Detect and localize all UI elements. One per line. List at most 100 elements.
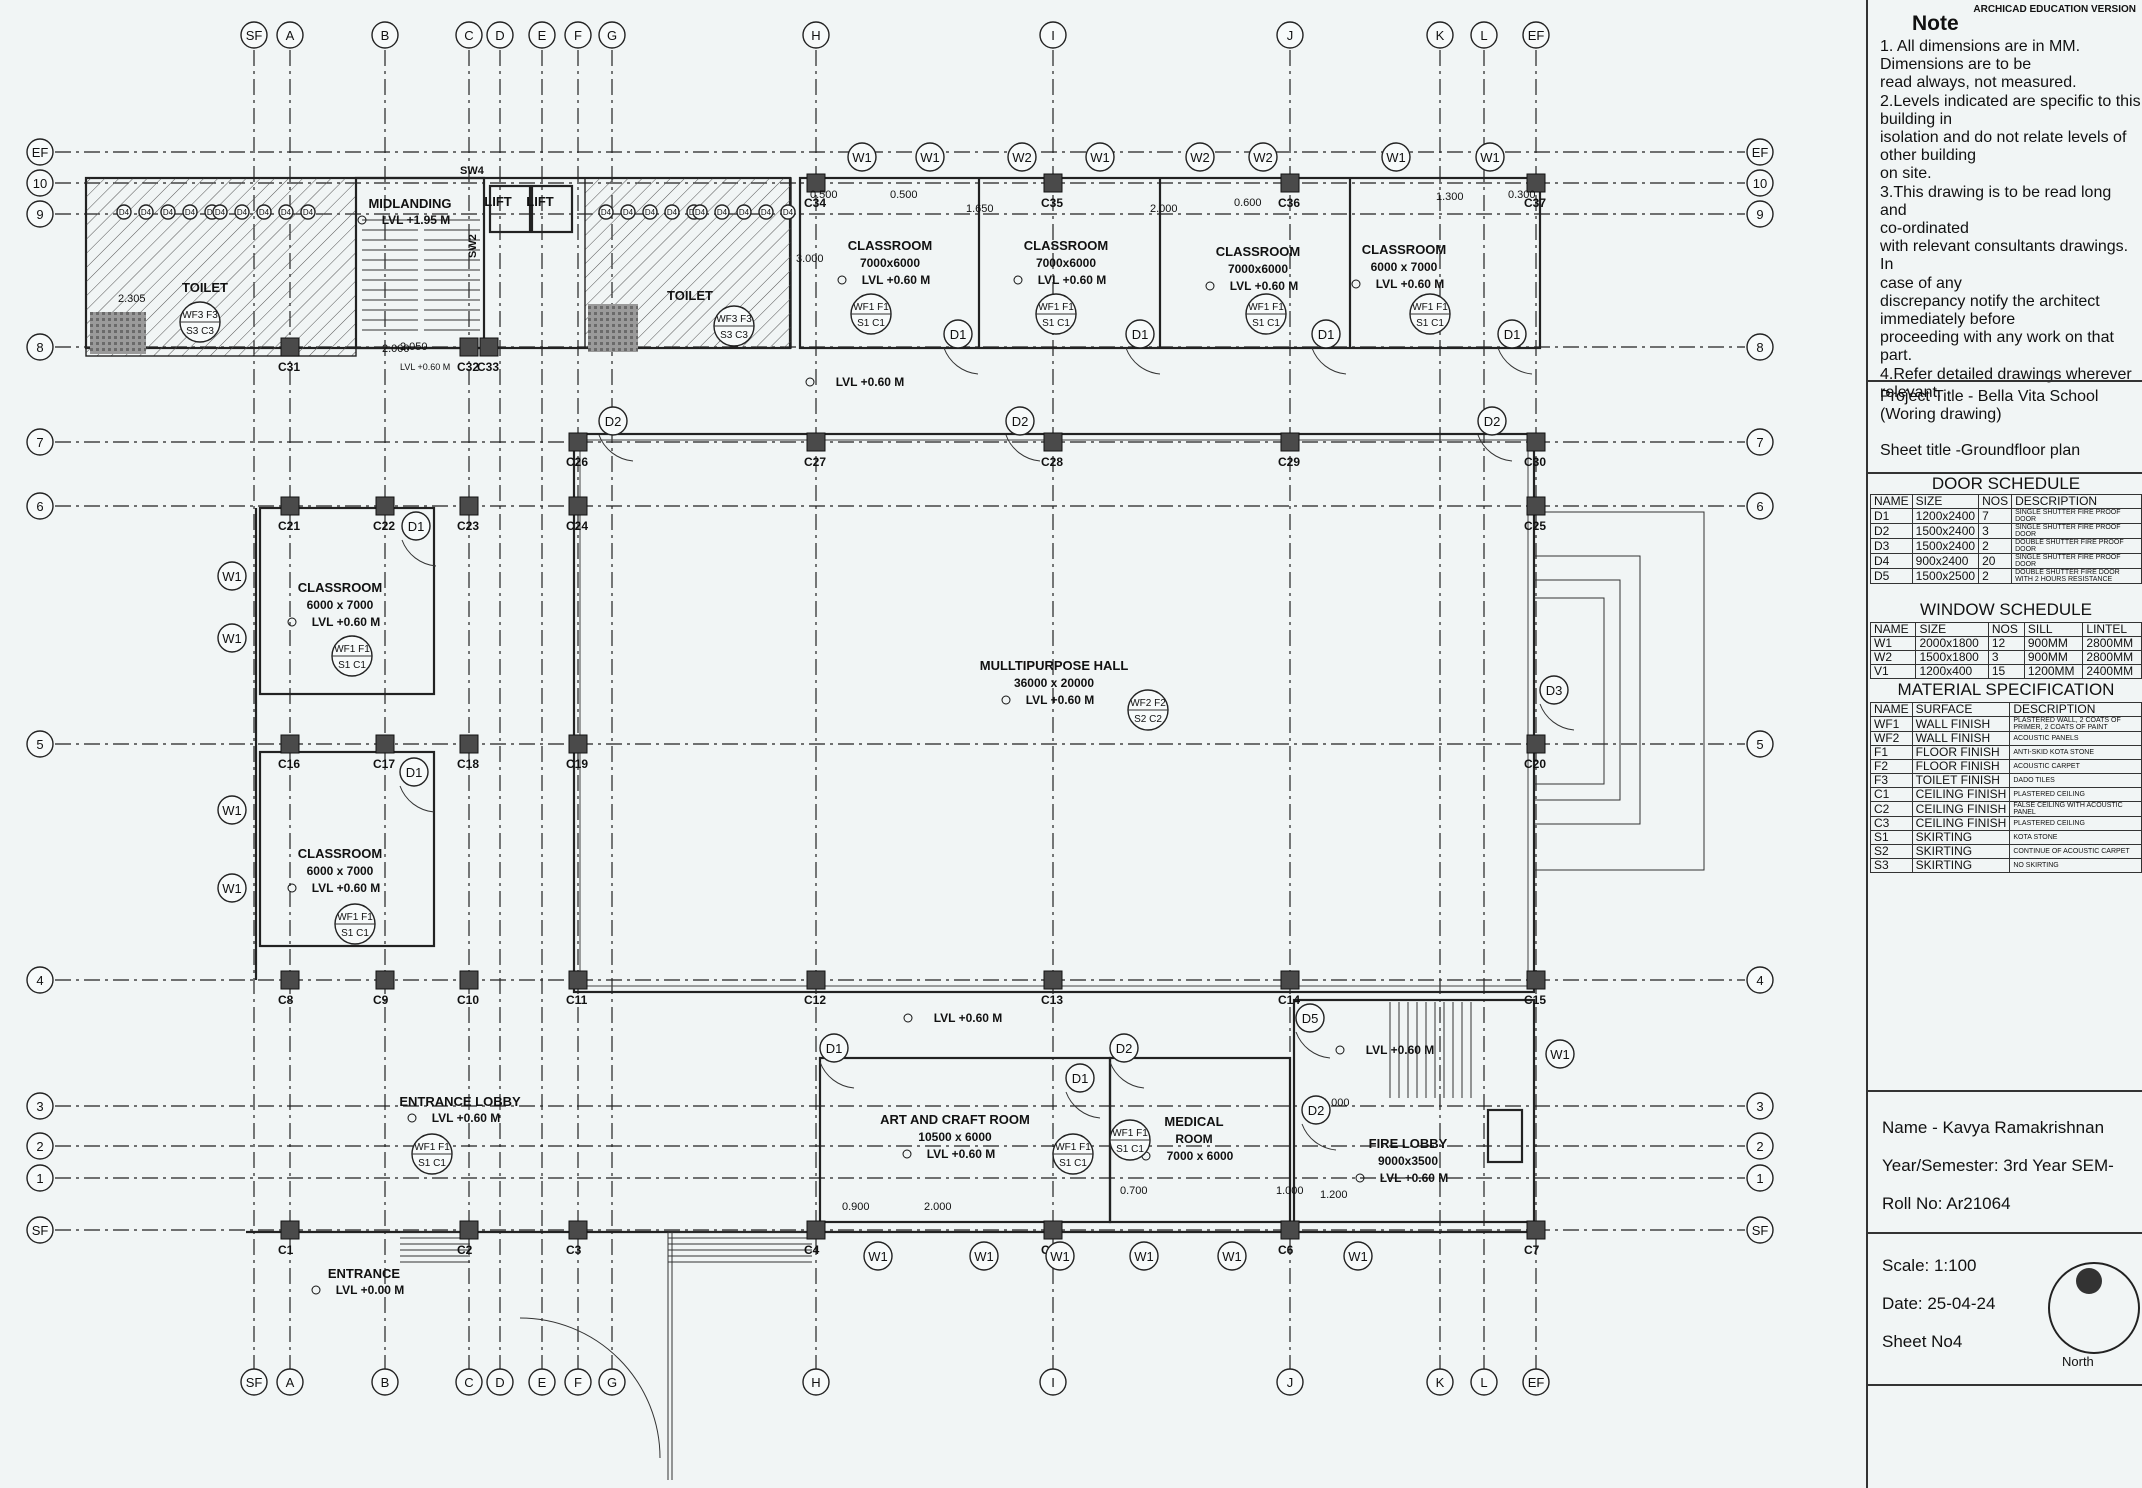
table-cell: NO SKIRTING — [2009, 858, 2142, 873]
column-label: C23 — [457, 519, 479, 533]
grid-bubble — [1470, 1368, 1498, 1396]
room-level: LVL +0.60 M — [1230, 279, 1299, 293]
table-header-cell: NAME — [1870, 702, 1913, 717]
column-label: C1 — [278, 1243, 294, 1257]
table-cell: CEILING FINISH — [1911, 801, 2011, 817]
table-cell: SKIRTING — [1911, 844, 2011, 859]
window-tag-label: W1 — [222, 631, 242, 646]
table-header-cell: DESCRIPTION — [2009, 702, 2142, 717]
column-label: C37 — [1524, 196, 1546, 210]
table-cell: SKIRTING — [1911, 858, 2011, 873]
window-tag-label: W1 — [222, 803, 242, 818]
fire-lobby-outline — [1292, 998, 1536, 1224]
level-marker-icon — [357, 215, 367, 225]
structural-column — [1526, 734, 1546, 754]
column-label: C29 — [1278, 455, 1300, 469]
table-cell: 2800MM — [2082, 650, 2142, 665]
corridor-level: LVL +0.60 M — [1366, 1043, 1435, 1057]
west-classroom-1-outline — [258, 506, 436, 696]
structural-column — [1526, 1220, 1546, 1240]
finish-tag-bottom: S1 C1 — [1252, 318, 1280, 329]
grid-bubble-label: 8 — [1756, 340, 1763, 355]
grid-bubble-label: 5 — [36, 737, 43, 752]
finish-tag-top: WF1 F1 — [1055, 1142, 1091, 1153]
window-tag — [1045, 1241, 1075, 1271]
grid-bubble-label: SF — [1752, 1223, 1769, 1238]
dimension-label: 0.600 — [1234, 197, 1262, 209]
dimension-label: 0.500 — [890, 189, 918, 201]
grid-bubble — [26, 333, 54, 361]
room-level: LVL +0.60 M — [432, 1111, 501, 1125]
toilet-door-label: D4 — [141, 208, 152, 217]
toilet-door-label: D4 — [215, 208, 226, 217]
note-line: on site. — [1880, 165, 1932, 183]
grid-bubble — [1746, 966, 1774, 994]
structural-column — [280, 337, 300, 357]
door-tag — [943, 319, 973, 349]
table-cell: SINGLE SHUTTER FIRE PROOF DOOR — [2011, 553, 2142, 569]
room-name: ART AND CRAFT ROOM — [880, 1112, 1030, 1127]
finish-tag-bottom: S1 C1 — [1416, 318, 1444, 329]
grid-bubble — [598, 21, 626, 49]
dimension-label: 1.300 — [1436, 191, 1464, 203]
grid-bubble-label: EF — [1528, 28, 1545, 43]
structural-column — [479, 337, 499, 357]
finish-tag-top: WF1 F1 — [337, 912, 373, 923]
structural-column — [1043, 173, 1063, 193]
window-tag — [1085, 142, 1115, 172]
table-cell: S3 — [1870, 858, 1913, 873]
grid-bubble — [1746, 1164, 1774, 1192]
column-label: C21 — [278, 519, 300, 533]
structural-column — [1280, 970, 1300, 990]
grid-bubble — [1522, 21, 1550, 49]
column-label: C24 — [566, 519, 588, 533]
structural-column — [568, 970, 588, 990]
note-line: discrepancy notify the architect — [1880, 292, 2100, 310]
window-tag-label: W1 — [1050, 1249, 1070, 1264]
table-cell: 3 — [1987, 650, 2025, 665]
column-label: C2 — [457, 1243, 473, 1257]
grid-bubble — [240, 21, 268, 49]
grid-bubble — [1522, 1368, 1550, 1396]
table-cell: KOTA STONE — [2009, 830, 2142, 845]
grid-bubble — [1470, 21, 1498, 49]
table-cell: C2 — [1870, 801, 1913, 817]
grid-bubble — [371, 21, 399, 49]
table-cell: ANTI-SKID KOTA STONE — [2009, 745, 2142, 760]
door-tag-label: D1 — [826, 1041, 843, 1056]
grid-bubble — [802, 21, 830, 49]
shear-wall-label: SW4 — [460, 165, 485, 177]
table-cell: SINGLE SHUTTER FIRE PROOF DOOR — [2011, 508, 2142, 524]
toilet-door-label: D4 — [185, 208, 196, 217]
grid-bubble — [486, 21, 514, 49]
column-label: C15 — [1524, 993, 1546, 1007]
door-tag — [401, 511, 431, 541]
finish-tag-top: WF1 F1 — [1038, 302, 1074, 313]
window-tag-label: W1 — [852, 150, 872, 165]
table-cell: CEILING FINISH — [1911, 787, 2011, 802]
table-header-cell: DESCRIPTION — [2011, 494, 2142, 509]
level-marker-icon — [1355, 1173, 1365, 1183]
sheet-title: Sheet title -Groundfloor plan — [1880, 442, 2081, 459]
grid-bubble-label: SF — [246, 28, 263, 43]
note-line: 4.Refer detailed drawings wherever — [1880, 365, 2132, 383]
grid-bubble-label: 3 — [1756, 1099, 1763, 1114]
room-name: MEDICAL — [1164, 1114, 1223, 1129]
structural-column — [1280, 173, 1300, 193]
door-swing — [598, 434, 634, 462]
toilet-door-tag — [780, 204, 796, 220]
toilet-door-tag — [736, 204, 752, 220]
grid-bubble — [528, 21, 556, 49]
table-cell: 15 — [1987, 664, 2025, 679]
grid-bubble-label: 1 — [1756, 1171, 1763, 1186]
finish-tag-top: WF1 F1 — [853, 302, 889, 313]
note-body: 1. All dimensions are in MM.Dimensions a… — [1880, 38, 2142, 402]
structural-column — [1526, 496, 1546, 516]
toilet-door-tag — [234, 204, 250, 220]
room-dims: 6000 x 7000 — [1371, 260, 1438, 274]
